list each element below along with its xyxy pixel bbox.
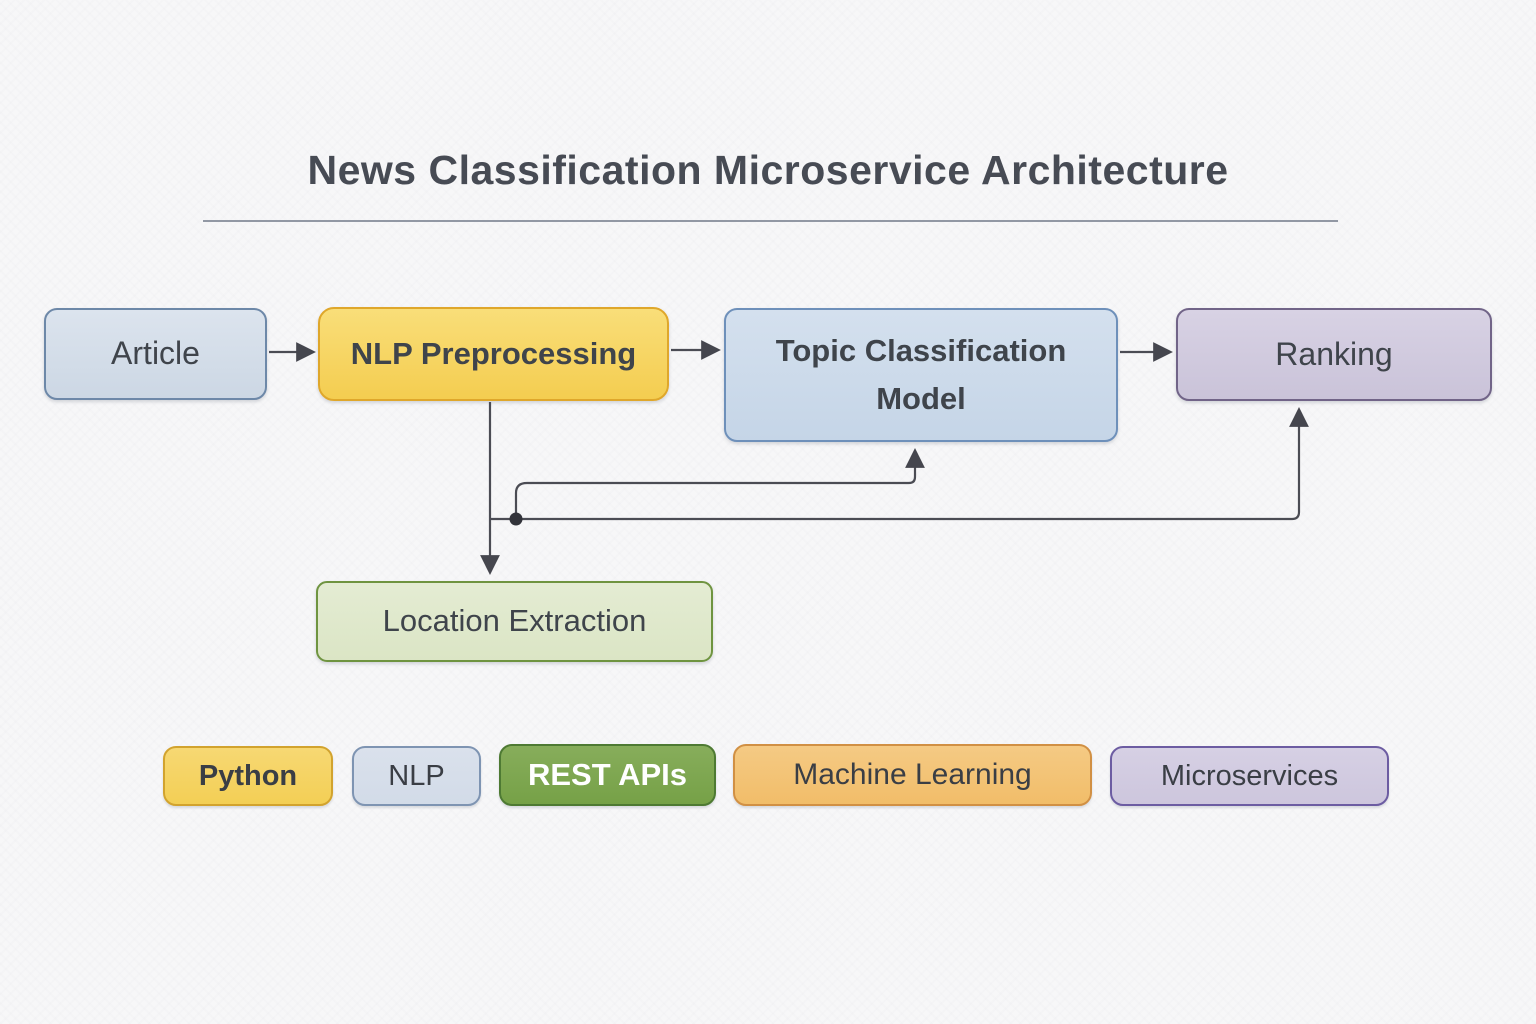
node-article: Article	[44, 308, 267, 400]
node-topic-classification-model: Topic Classification Model	[724, 308, 1118, 442]
node-nlp-preprocessing: NLP Preprocessing	[318, 307, 669, 401]
title-divider	[203, 220, 1338, 222]
tag-rest-apis: REST APIs	[499, 744, 716, 806]
diagram-title: News Classification Microservice Archite…	[307, 147, 1229, 193]
tag-label: REST APIs	[527, 757, 688, 792]
tag-nlp: NLP	[352, 746, 481, 806]
node-label: Ranking	[1275, 335, 1393, 372]
tag-label: Machine Learning	[793, 758, 1032, 791]
edge-branch-to-topic	[514, 448, 925, 519]
node-label: Article	[111, 335, 200, 372]
tag-microservices: Microservices	[1110, 746, 1389, 806]
tag-label: Python	[198, 759, 298, 792]
tag-machine-learning: Machine Learning	[733, 744, 1092, 806]
junction-dot	[509, 512, 523, 526]
node-ranking: Ranking	[1176, 308, 1492, 401]
node-label: NLP Preprocessing	[350, 335, 637, 371]
node-location-extraction: Location Extraction	[316, 581, 713, 662]
node-label: Location Extraction	[382, 603, 647, 639]
tag-python: Python	[163, 746, 333, 806]
node-label: Topic Classification Model	[775, 332, 1067, 416]
tag-label: Microservices	[1160, 759, 1339, 792]
tag-label: NLP	[388, 759, 445, 792]
